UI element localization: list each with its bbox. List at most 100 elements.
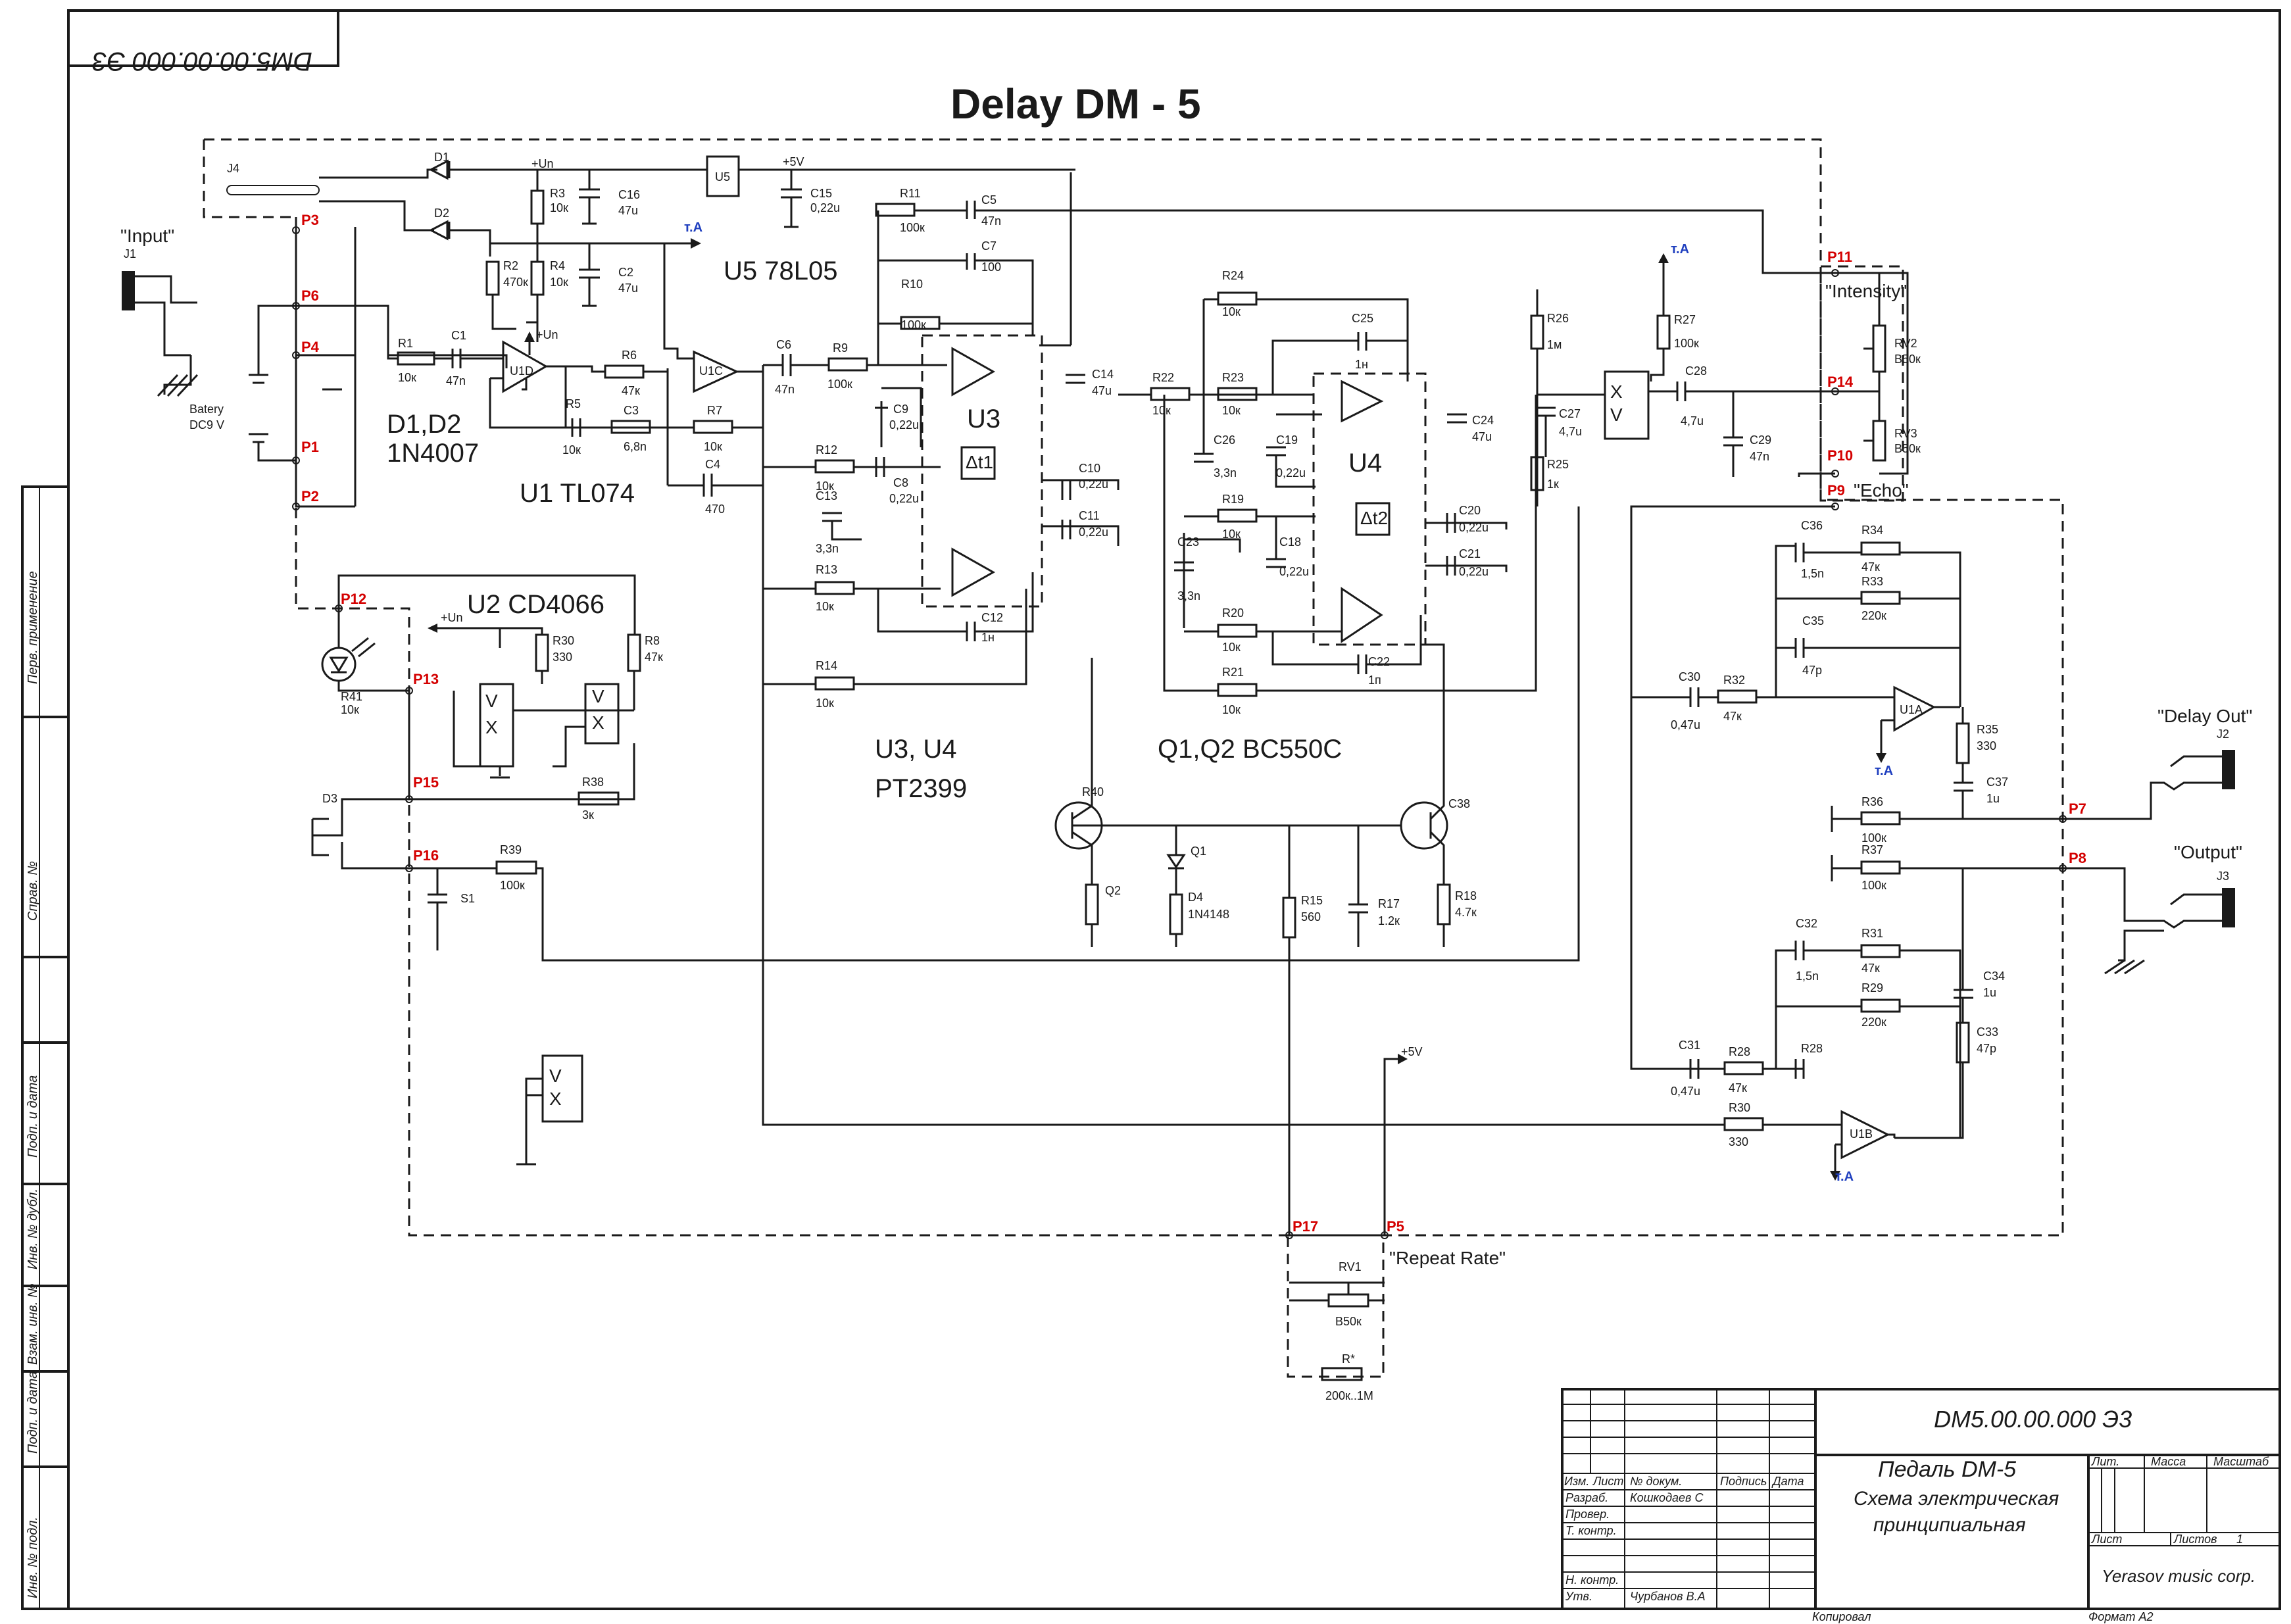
svg-text:P15: P15 bbox=[413, 774, 439, 791]
svg-text:C4: C4 bbox=[705, 458, 720, 471]
svg-text:R2: R2 bbox=[503, 259, 518, 272]
svg-text:C33: C33 bbox=[1977, 1025, 1998, 1039]
svg-text:0,22u: 0,22u bbox=[1079, 526, 1108, 539]
svg-text:47к: 47к bbox=[1861, 962, 1880, 975]
svg-text:1u: 1u bbox=[1983, 986, 1996, 999]
svg-text:1м: 1м bbox=[1547, 338, 1562, 351]
svg-text:Подп. и дата: Подп. и дата bbox=[26, 1371, 40, 1454]
svg-text:0,22u: 0,22u bbox=[889, 492, 919, 505]
svg-text:R36: R36 bbox=[1861, 795, 1883, 808]
svg-text:1,5n: 1,5n bbox=[1801, 567, 1824, 580]
svg-text:3к: 3к bbox=[582, 808, 594, 822]
svg-text:R30: R30 bbox=[1729, 1101, 1750, 1114]
svg-text:Yerasov music corp.: Yerasov music corp. bbox=[2102, 1566, 2255, 1586]
svg-text:P10: P10 bbox=[1827, 447, 1853, 464]
svg-text:10к: 10к bbox=[1222, 404, 1241, 417]
svg-text:Утв.: Утв. bbox=[1565, 1590, 1592, 1603]
svg-text:R6: R6 bbox=[622, 349, 637, 362]
svg-text:C34: C34 bbox=[1983, 970, 2005, 983]
svg-text:1п: 1п bbox=[1368, 674, 1381, 687]
lfo-section: R40 C38 Q1 Q2 D4 1N4148 R15 560 R17 1.2к… bbox=[1054, 643, 1477, 1235]
svg-text:10к: 10к bbox=[704, 440, 722, 453]
svg-text:C3: C3 bbox=[624, 404, 639, 417]
svg-text:C37: C37 bbox=[1986, 775, 2008, 789]
svg-text:C14: C14 bbox=[1092, 368, 1114, 381]
svg-text:X: X bbox=[592, 712, 604, 733]
svg-text:4,7u: 4,7u bbox=[1559, 425, 1582, 438]
svg-text:R*: R* bbox=[1342, 1352, 1355, 1366]
svg-text:0,22u: 0,22u bbox=[1279, 565, 1309, 578]
svg-text:100: 100 bbox=[981, 260, 1001, 274]
svg-text:Изм.: Изм. bbox=[1564, 1475, 1589, 1488]
svg-text:Лист: Лист bbox=[1592, 1475, 1623, 1488]
svg-text:D1: D1 bbox=[434, 151, 449, 164]
svg-text:J1: J1 bbox=[124, 247, 136, 260]
svg-text:1N4007: 1N4007 bbox=[387, 439, 479, 468]
svg-text:R25: R25 bbox=[1547, 458, 1569, 471]
svg-text:R9: R9 bbox=[833, 341, 848, 355]
svg-text:Лист: Лист bbox=[2091, 1533, 2122, 1546]
svg-text:P12: P12 bbox=[341, 591, 366, 607]
output-jacks: "Delay Out" J2 "Output" J3 bbox=[2063, 706, 2252, 975]
mixer-section: R26 1м R27 100к т.А C27 4,7u R25 1к X V … bbox=[1530, 242, 1835, 506]
svg-text:R18: R18 bbox=[1455, 889, 1477, 902]
svg-text:470: 470 bbox=[705, 503, 725, 516]
svg-text:R17: R17 bbox=[1378, 897, 1400, 910]
svg-text:3,3n: 3,3n bbox=[816, 542, 839, 555]
svg-text:"Delay Out": "Delay Out" bbox=[2157, 706, 2252, 726]
svg-text:Q2: Q2 bbox=[1105, 884, 1121, 897]
svg-text:Q1,Q2 BC550C: Q1,Q2 BC550C bbox=[1158, 735, 1342, 764]
svg-text:1н: 1н bbox=[981, 631, 995, 644]
svg-text:0,22u: 0,22u bbox=[889, 418, 919, 431]
svg-text:R35: R35 bbox=[1977, 723, 1998, 736]
svg-text:4.7к: 4.7к bbox=[1455, 906, 1477, 919]
svg-text:R24: R24 bbox=[1222, 269, 1244, 282]
drawing-frame bbox=[21, 9, 2281, 1610]
svg-text:U1A: U1A bbox=[1900, 703, 1923, 716]
switch-section: P12 P13 P15 P16 U2 CD4066 R41 10к +Un R3… bbox=[311, 506, 1580, 1166]
svg-text:C20: C20 bbox=[1459, 504, 1481, 517]
svg-text:1,5n: 1,5n bbox=[1796, 970, 1819, 983]
svg-text:100к: 100к bbox=[1861, 879, 1886, 892]
svg-text:+Un: +Un bbox=[531, 157, 554, 170]
svg-text:U2 CD4066: U2 CD4066 bbox=[467, 590, 604, 619]
svg-text:C16: C16 bbox=[618, 188, 640, 201]
svg-text:10к: 10к bbox=[1222, 305, 1241, 318]
svg-text:47p: 47p bbox=[1802, 664, 1822, 677]
svg-text:1u: 1u bbox=[1986, 792, 2000, 805]
svg-text:"Output": "Output" bbox=[2174, 842, 2242, 862]
svg-text:10к: 10к bbox=[816, 480, 834, 493]
svg-text:R21: R21 bbox=[1222, 666, 1244, 679]
svg-text:C30: C30 bbox=[1679, 670, 1700, 683]
svg-text:+5V: +5V bbox=[1401, 1045, 1423, 1058]
svg-text:"Echo": "Echo" bbox=[1854, 480, 1909, 501]
svg-text:P2: P2 bbox=[301, 488, 319, 504]
svg-text:220к: 220к bbox=[1861, 609, 1886, 622]
svg-text:47к: 47к bbox=[1723, 710, 1742, 723]
svg-text:R15: R15 bbox=[1301, 894, 1323, 907]
side-stamps: Перв. применение Справ. № Подп. и дата И… bbox=[26, 571, 40, 1598]
svg-text:Чурбанов В.А: Чурбанов В.А bbox=[1630, 1590, 1706, 1603]
svg-text:10к: 10к bbox=[550, 276, 568, 289]
svg-text:P7: P7 bbox=[2069, 800, 2086, 817]
svg-text:0,22u: 0,22u bbox=[1459, 521, 1489, 534]
svg-text:C18: C18 bbox=[1279, 535, 1301, 549]
svg-text:P3: P3 bbox=[301, 212, 319, 228]
svg-text:C35: C35 bbox=[1802, 614, 1824, 627]
u4-block: R22 10к R24 10к R23 10к C25 1н C26 3,3n … bbox=[1118, 269, 1537, 764]
svg-text:10к: 10к bbox=[550, 201, 568, 214]
svg-text:47u: 47u bbox=[1472, 430, 1492, 443]
svg-text:V: V bbox=[592, 686, 604, 706]
svg-text:т.А: т.А bbox=[1875, 764, 1893, 778]
svg-text:P4: P4 bbox=[301, 339, 320, 355]
svg-text:т.А: т.А bbox=[1835, 1169, 1854, 1184]
svg-text:100к: 100к bbox=[901, 318, 926, 332]
svg-text:C13: C13 bbox=[816, 489, 837, 503]
svg-text:№ докум.: № докум. bbox=[1630, 1475, 1682, 1488]
svg-text:U5: U5 bbox=[715, 170, 730, 184]
svg-text:Схема электрическая: Схема электрическая bbox=[1854, 1488, 2059, 1510]
svg-text:100к: 100к bbox=[900, 221, 925, 234]
svg-text:C23: C23 bbox=[1177, 535, 1199, 549]
svg-text:Инв. № дубл.: Инв. № дубл. bbox=[26, 1189, 40, 1269]
svg-text:U1B: U1B bbox=[1850, 1127, 1873, 1141]
